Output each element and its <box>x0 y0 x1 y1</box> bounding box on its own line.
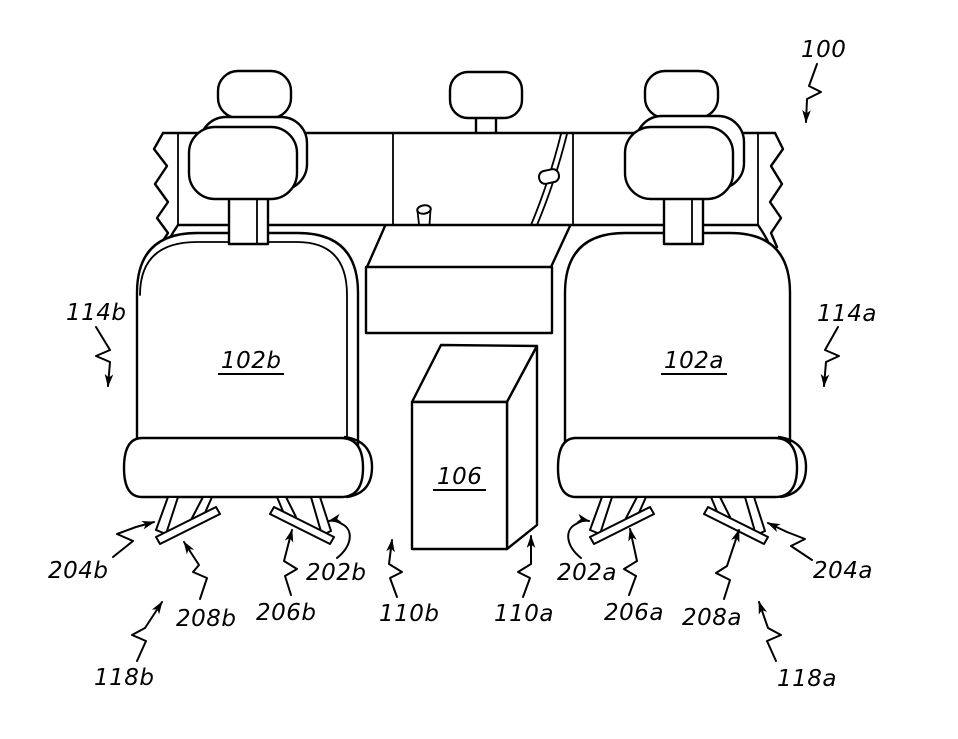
bench-headrest-left <box>216 69 293 120</box>
ref-label-206a: 206a <box>604 600 664 626</box>
leader-118b <box>131 601 163 662</box>
seat-belt-buckle <box>537 168 561 185</box>
box-front-face <box>410 400 509 551</box>
ref-label-106: 106 <box>437 464 482 490</box>
leader-lines <box>95 63 840 662</box>
left-headrest <box>187 125 299 201</box>
ref-label-118a: 118a <box>777 666 837 692</box>
bench-cushion-top-face <box>365 224 572 269</box>
left-seat-cushion <box>122 436 365 499</box>
bench-headrest-center <box>448 70 524 134</box>
ref-label-114a: 114a <box>817 301 877 327</box>
leader-118a <box>758 600 782 662</box>
ref-label-204a: 204a <box>813 558 873 584</box>
ref-label-208b: 208b <box>176 606 237 632</box>
bench-headrest-right <box>643 69 720 120</box>
ref-label-114b: 114b <box>66 300 127 326</box>
leader-208a <box>715 528 740 600</box>
reference-labels: 100 114b 114a 102b 102a 106 204b 202b 20… <box>48 37 877 692</box>
leader-114b <box>95 326 114 388</box>
right-seat-legs <box>589 496 769 545</box>
leader-202a <box>567 513 591 559</box>
ref-label-208a: 208a <box>682 605 742 631</box>
ref-label-202b: 202b <box>306 560 367 586</box>
bench-cushion-front-face <box>364 265 554 335</box>
ref-label-206b: 206b <box>256 600 317 626</box>
right-seat-back <box>563 231 792 474</box>
right-seat-right-strut-outer <box>744 496 766 536</box>
leader-114a <box>820 326 840 388</box>
left-seat <box>122 115 374 545</box>
rear-bench <box>152 69 785 335</box>
left-seat-back <box>135 231 360 474</box>
ref-label-118b: 118b <box>94 665 155 691</box>
ref-label-202a: 202a <box>557 560 617 586</box>
left-seat-right-foot-bar <box>269 506 335 545</box>
leader-208b <box>183 541 208 600</box>
leader-204a <box>767 522 813 561</box>
leader-206b <box>283 528 298 596</box>
left-headrest-post <box>227 192 270 246</box>
bench-torn-edge-left <box>152 131 170 254</box>
right-headrest <box>623 125 735 201</box>
bench-headrest-center-posts <box>474 116 498 134</box>
right-seat-right-foot-bar <box>703 506 769 545</box>
leader-110b <box>386 538 403 598</box>
right-seat <box>556 114 808 545</box>
leader-202b <box>327 513 351 559</box>
leader-110a <box>517 534 536 598</box>
left-seat-legs <box>155 496 335 545</box>
left-seat-left-foot-bar <box>155 506 221 545</box>
left-seat-back-inner-edge <box>139 241 348 453</box>
seat-belt <box>530 133 568 226</box>
left-seat-cushion-edge <box>343 435 374 499</box>
leader-206a <box>623 527 638 596</box>
ref-label-102b: 102b <box>221 348 282 374</box>
right-seat-left-foot-bar <box>589 506 655 545</box>
right-seat-cushion-edge <box>777 435 808 499</box>
left-seat-right-strut-outer <box>310 496 332 536</box>
ref-label-100: 100 <box>801 37 846 63</box>
center-console-box <box>410 343 539 551</box>
leader-204b <box>112 521 156 558</box>
ref-label-110a: 110a <box>494 601 554 627</box>
ref-label-110b: 110b <box>379 601 440 627</box>
right-headrest-post <box>662 192 705 246</box>
bench-torn-edge-right <box>768 131 785 249</box>
right-seat-cushion <box>556 436 799 499</box>
leader-100 <box>802 63 822 124</box>
ref-label-204b: 204b <box>48 558 109 584</box>
shelf-knob <box>416 204 432 226</box>
ref-label-102a: 102a <box>664 348 724 374</box>
